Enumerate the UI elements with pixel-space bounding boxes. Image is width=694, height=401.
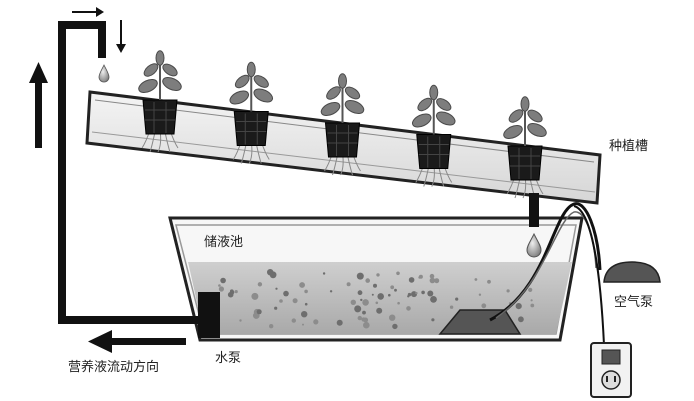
bubble (373, 283, 377, 288)
plant (320, 73, 365, 176)
bubble (365, 278, 371, 283)
bubble (274, 306, 278, 310)
bubble (356, 272, 364, 280)
bubble (376, 273, 380, 277)
bubble (518, 316, 524, 323)
water-pump-label: 水泵 (215, 351, 242, 366)
bubble (392, 323, 398, 330)
bubble (530, 299, 533, 302)
bubble (375, 301, 379, 305)
bubble (357, 315, 362, 321)
bubble (481, 303, 487, 309)
bubble (377, 293, 385, 300)
bubble (354, 305, 362, 313)
bubble (515, 303, 522, 310)
bubble (301, 311, 308, 318)
water-pump (198, 292, 220, 338)
flow-arrow-up-icon (29, 62, 48, 148)
flow-direction-label: 营养液流动方向 (68, 360, 160, 375)
plant (229, 61, 274, 164)
bubble (329, 290, 333, 293)
bubble (220, 277, 226, 284)
bubble (251, 292, 259, 300)
bubble (388, 293, 391, 297)
reservoir-label: 储液池 (204, 235, 244, 250)
bubble (430, 296, 437, 303)
bubble (362, 310, 366, 315)
bubble (434, 278, 440, 284)
bubble (474, 278, 478, 281)
bubble (449, 305, 454, 309)
bubble (234, 290, 238, 294)
bubble (229, 289, 234, 294)
bubble (429, 273, 435, 279)
bubble (406, 306, 411, 311)
air-pump (603, 261, 661, 283)
bubble (418, 276, 421, 279)
bubble (292, 298, 298, 304)
bubble (218, 284, 221, 287)
planting-trough-label: 种植槽 (609, 139, 649, 154)
bubble (455, 297, 459, 301)
bubble (239, 319, 242, 322)
bubble (371, 293, 374, 296)
plants-group (138, 50, 547, 199)
bubble (415, 291, 418, 295)
bubble (421, 290, 425, 295)
plant (503, 96, 547, 199)
bubble (302, 323, 304, 326)
flow-arrow-left-icon (88, 330, 186, 353)
bubble (376, 307, 383, 314)
bubble (396, 271, 400, 276)
bubble (487, 279, 491, 284)
bubble (427, 290, 434, 297)
bubble (275, 287, 278, 290)
plant (138, 50, 182, 153)
bubble (530, 303, 535, 308)
bubble (394, 288, 397, 292)
air-pump-label: 空气泵 (614, 295, 654, 310)
bubble (279, 299, 283, 303)
power-outlet-icon (590, 342, 632, 398)
bubble (363, 321, 370, 329)
return-pipe (58, 21, 208, 324)
bubble (408, 277, 415, 283)
bubble (357, 290, 363, 296)
bubble (390, 285, 395, 290)
flow-arrow-right-icon (72, 7, 104, 17)
bubble (299, 282, 305, 288)
bubble (431, 318, 435, 322)
bubble (397, 301, 400, 305)
drain-pipe (529, 193, 539, 227)
bubble (350, 299, 356, 305)
bubble (304, 289, 308, 294)
bubble (360, 298, 363, 302)
bubble (361, 317, 366, 322)
top-drop (98, 64, 110, 83)
bubble (429, 277, 436, 284)
bubble (528, 287, 533, 292)
bubble (336, 319, 343, 326)
bubble (257, 282, 263, 287)
bubble (256, 309, 262, 315)
bubble (362, 299, 369, 306)
plant (411, 84, 456, 187)
bubble (478, 293, 482, 296)
power-cable (573, 205, 605, 346)
bubble (304, 302, 308, 306)
bubble (269, 324, 274, 329)
bubble (506, 289, 510, 293)
water-drop (526, 232, 542, 258)
bubble (218, 286, 224, 292)
bubble (407, 295, 410, 298)
bubble (389, 314, 396, 321)
bubble (313, 319, 319, 325)
bubble (267, 269, 274, 276)
bubble (322, 272, 326, 275)
flow-arrow-down-icon (116, 20, 126, 53)
bubble (283, 290, 289, 297)
bubble (346, 282, 351, 287)
bubble (291, 318, 296, 323)
